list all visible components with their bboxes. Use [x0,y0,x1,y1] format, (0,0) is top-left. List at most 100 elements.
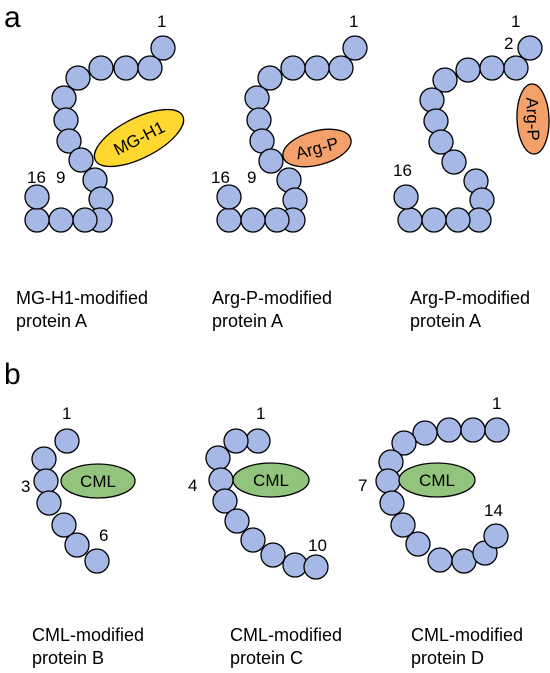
residue-chain [24,35,176,233]
residue-7 [423,108,449,134]
residue-number-modified: 3 [21,477,30,496]
residue-9 [390,512,416,538]
residue-4 [208,467,234,493]
caption-line-1: CML-modified [411,625,523,645]
residue-4 [455,57,481,83]
protein-a-mg-h1: MG-H1 1 9 16 MG-H1-modified protein A [16,12,185,331]
residue-8 [56,128,82,154]
residue-1 [484,417,510,443]
protein-d-cml: CML 1 7 14 CML-modified protein D [358,394,523,668]
residue-1 [54,428,80,454]
residue-number-first: 1 [157,12,166,31]
residue-9 [282,552,308,578]
residue-4 [88,55,114,81]
residue-7 [84,548,110,574]
cml-ellipse [398,462,476,498]
residue-number-last: 16 [211,168,230,187]
residue-1 [342,35,368,61]
residue-6 [224,508,250,534]
residue-9 [441,149,467,175]
residue-4 [36,490,62,516]
residue-5 [432,67,458,93]
residue-5 [65,65,91,91]
residue-number-first: 1 [62,404,71,423]
residue-7 [53,107,79,133]
protein-a-arg-p-1: Arg-P 1 9 16 Arg-P-modified protein A [211,12,368,331]
residue-chain [216,35,368,233]
protein-c-cml: CML 1 4 10 CML-modified protein C [188,404,342,668]
residue-number-first: 1 [349,12,358,31]
caption-line-1: CML-modified [230,625,342,645]
residue-1 [517,35,543,61]
residue-number-modified: 4 [188,476,197,495]
residue-10 [405,531,431,557]
arg-p-ellipse [516,83,550,155]
caption-line-1: Arg-P-modified [212,288,332,308]
caption-line-2: protein D [411,648,484,668]
residue-number-first: 1 [511,12,520,31]
residue-6 [51,85,77,111]
panel-b-letter: b [4,358,21,391]
residue-4 [412,420,438,446]
residue-16 [24,184,50,210]
residue-15 [24,207,50,233]
arg-p-modifier: Arg-P [282,128,352,168]
residue-6 [64,532,90,558]
residue-9 [68,147,94,173]
panel-a-letter: a [4,1,21,34]
cml-modifier: CML [60,463,136,499]
residue-15 [397,207,423,233]
residue-10 [303,554,329,580]
residue-9 [258,148,284,174]
cml-ellipse [60,463,136,499]
residue-number-last: 6 [99,526,108,545]
residue-number-last: 16 [27,168,46,187]
caption-line-2: protein A [410,311,481,331]
residue-4 [280,55,306,81]
residue-chain [31,428,110,574]
residue-3 [479,55,505,81]
residue-2 [460,417,486,443]
residue-8 [260,542,286,568]
residue-8 [379,490,405,516]
residue-1 [150,35,176,61]
residue-chain [205,428,329,580]
arg-p-modifier: Arg-P [516,83,550,155]
residue-number-last: 10 [308,536,327,555]
residue-3 [113,55,139,81]
residue-2 [503,55,529,81]
residue-number-first: 1 [492,394,501,413]
residue-3 [205,445,231,471]
residue-7 [240,527,266,553]
residue-2 [223,428,249,454]
cml-label: CML [419,471,455,490]
residue-3 [304,55,330,81]
residue-2 [31,446,57,472]
residue-3 [436,417,462,443]
residue-5 [212,488,238,514]
residue-number-modified: 9 [247,168,256,187]
residue-3 [33,468,59,494]
residue-11 [427,547,453,573]
residue-7 [246,107,272,133]
residue-number-modified: 2 [504,34,513,53]
residue-6 [244,85,270,111]
mg-h1-ellipse [93,108,185,168]
residue-16 [216,184,242,210]
residue-number-last: 14 [484,501,503,520]
residue-chain [393,35,543,233]
residue-chain [375,417,510,574]
protein-a-arg-p-2: Arg-P 1 2 16 Arg-P-modified protein A [393,12,550,331]
caption-line-1: MG-H1-modified [16,288,148,308]
residue-5 [391,430,417,456]
caption-line-2: protein A [16,311,87,331]
residue-number-modified: 9 [56,168,65,187]
residue-14 [240,207,266,233]
residue-5 [257,65,283,91]
residue-14 [421,207,447,233]
caption-line-2: protein C [230,648,303,668]
caption-line-1: CML-modified [32,625,144,645]
cml-ellipse [232,462,310,498]
residue-13 [445,207,471,233]
